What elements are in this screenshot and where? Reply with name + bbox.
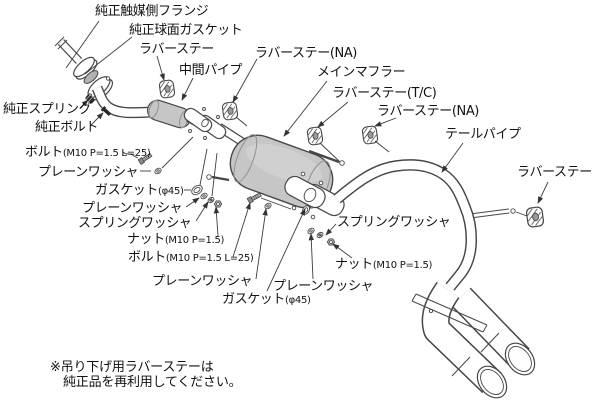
reuse-note: ※吊り下げ用ラバーステーは 純正品を再利用してください。 xyxy=(50,360,242,391)
rubber-stay-a xyxy=(158,79,176,99)
plain-washer-part-4 xyxy=(307,227,315,235)
leader-lines xyxy=(65,20,549,292)
spring-washer-part-1 xyxy=(207,196,215,204)
tail-pipe xyxy=(333,159,477,291)
tip-bracket xyxy=(411,293,488,333)
reuse-note-line1: ※吊り下げ用ラバーステーは xyxy=(50,360,214,375)
reuse-note-line2: 純正品を再利用してください。 xyxy=(63,375,242,391)
bolt-part-1 xyxy=(137,152,153,165)
plain-washer-part-2 xyxy=(200,192,208,200)
oem-spherical-gasket xyxy=(83,70,99,84)
label-rubber-stay-na-2: ラバーステー(NA) xyxy=(377,104,479,119)
oem-bolt-part xyxy=(100,106,112,117)
rubber-stay-b xyxy=(221,101,239,121)
label-oem-spring: 純正スプリング xyxy=(3,102,92,117)
label-plain-washer-1: プレーンワッシャ xyxy=(38,165,139,180)
label-bolt-2: ボルト(M10 P=1.5 L=25) xyxy=(128,250,254,265)
plain-washer-part-3 xyxy=(264,202,272,210)
bolt-part-2 xyxy=(246,192,262,204)
tail-pipe-hanger-branch xyxy=(469,208,528,219)
label-gasket-2: ガスケット(φ45) xyxy=(222,292,311,307)
label-rubber-stay-1: ラバーステー xyxy=(139,42,214,57)
muffler-hanger-rods xyxy=(211,149,340,182)
label-spring-washer-2: スプリングワッシャ xyxy=(337,215,451,230)
rubber-stay-c xyxy=(306,126,324,146)
plain-washer-part-1 xyxy=(154,167,162,175)
nut-part-1 xyxy=(213,200,223,208)
label-main-muffler: メインマフラー xyxy=(317,65,406,80)
label-bolt-1: ボルト(M10 P=1.5 L=25) xyxy=(25,145,151,160)
label-rubber-stay-2: ラバーステー xyxy=(517,165,592,180)
gasket-45-part-1 xyxy=(191,184,203,196)
label-nut-1: ナット(M10 P=1.5) xyxy=(127,232,225,247)
label-oem-bolt: 純正ボルト xyxy=(35,120,99,135)
oem-spring-part xyxy=(85,94,95,104)
label-rubber-stay-tc: ラバーステー(T/C) xyxy=(332,86,437,101)
label-oem-catalyst-flange: 純正触媒側フランジ xyxy=(95,4,209,19)
label-plain-washer-2: プレーンワッシャ xyxy=(82,201,183,216)
oem-catalyst-flange xyxy=(73,56,98,80)
label-spring-washer-1: スプリングワッシャ xyxy=(78,216,192,231)
front-pipe xyxy=(91,85,153,119)
rubber-stay-e xyxy=(525,206,545,228)
label-mid-pipe: 中間パイプ xyxy=(179,63,243,78)
label-plain-washer-3: プレーンワッシャ xyxy=(152,274,253,289)
mid-pipe-flange-pair xyxy=(183,107,227,140)
muffler-outlet-flange-pair xyxy=(284,171,345,220)
label-rubber-stay-na-1: ラバーステー(NA) xyxy=(255,46,357,61)
spring-washer-part-2 xyxy=(316,231,324,239)
label-nut-2: ナット(M10 P=1.5) xyxy=(335,257,433,272)
label-tail-pipe: テールパイプ xyxy=(445,127,521,142)
rubber-stay-d xyxy=(361,125,379,145)
label-oem-spherical-gasket: 純正球面ガスケット xyxy=(129,23,243,38)
vehicle-pipe-stub xyxy=(54,36,83,64)
label-gasket-1: ガスケット(φ45) xyxy=(95,183,184,198)
tail-tip-assembly xyxy=(411,281,536,399)
label-plain-washer-4: プレーンワッシャ xyxy=(273,279,374,294)
